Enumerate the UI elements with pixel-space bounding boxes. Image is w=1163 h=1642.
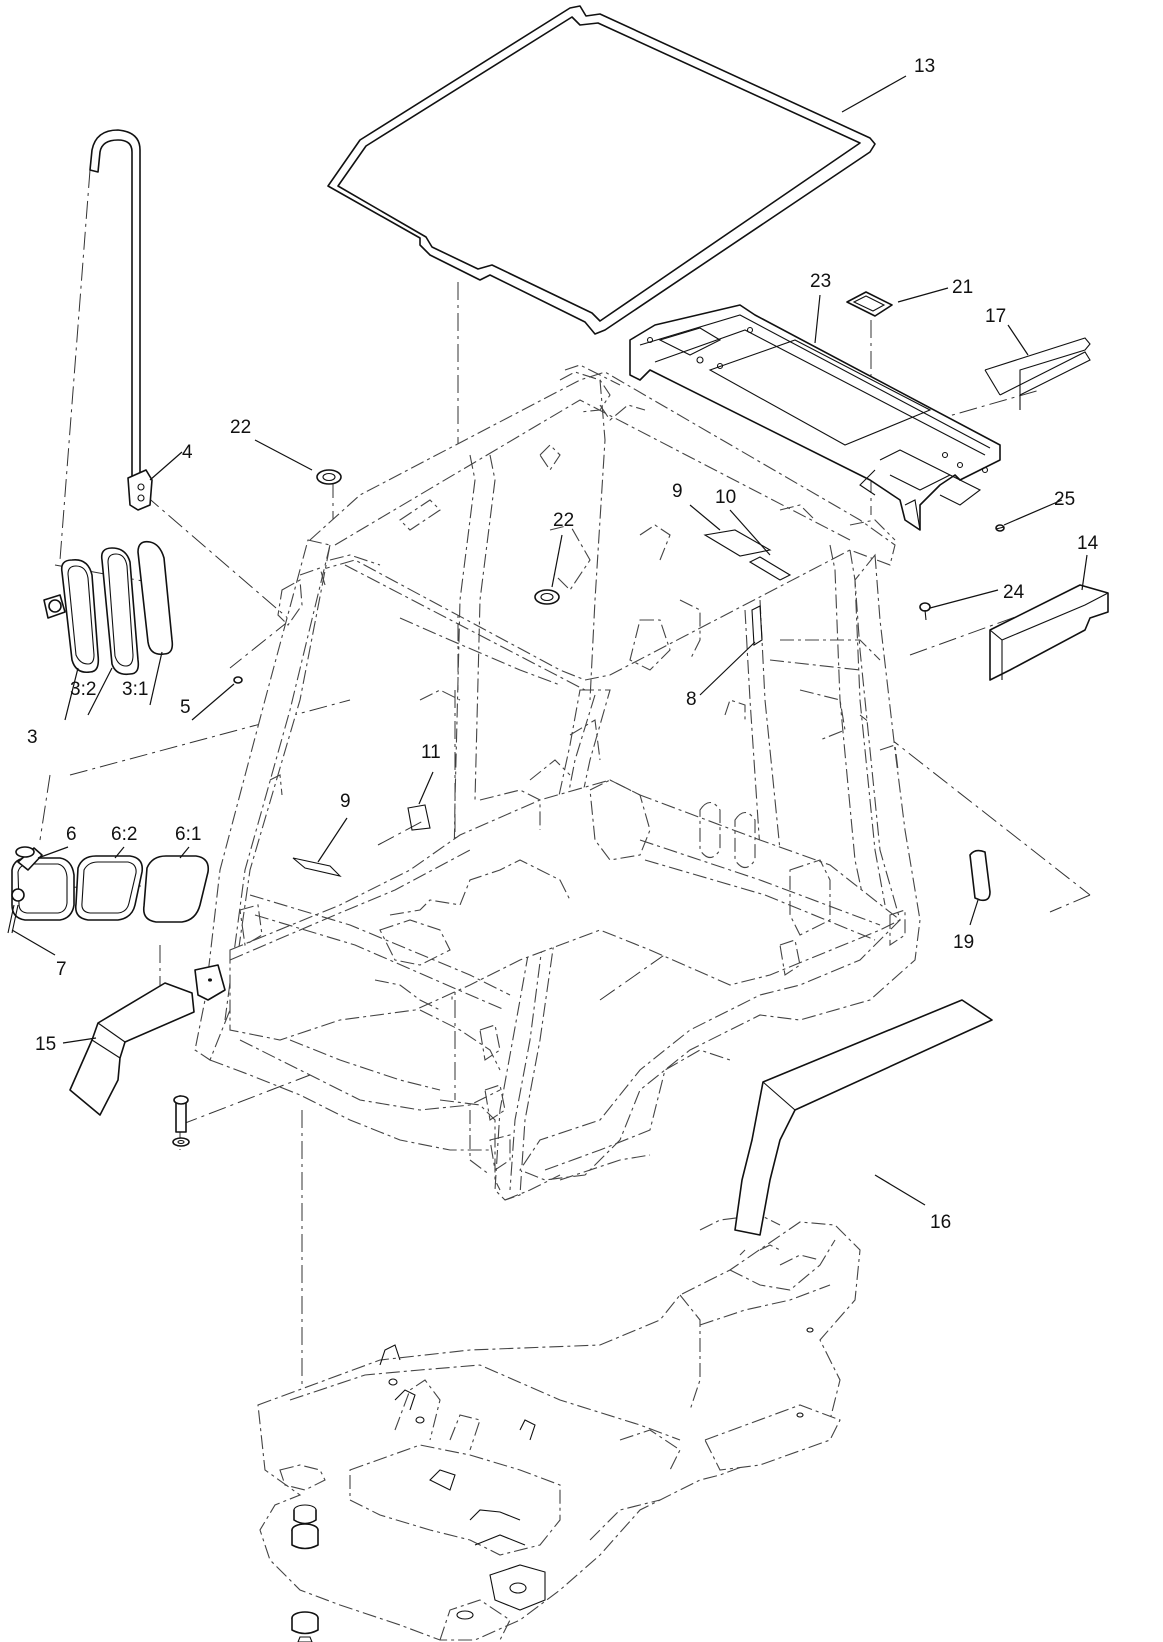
- callout-6: 6: [66, 824, 77, 845]
- part-7-rod: [7, 904, 19, 934]
- callout-23: 23: [810, 271, 831, 292]
- callout-14: 14: [1077, 533, 1099, 554]
- leader-lines: [11, 75, 1088, 1206]
- callout-19: 19: [953, 932, 974, 953]
- part-5-nut: [233, 676, 243, 684]
- callout-labels: 13 23 21 17 22 4 22 9 10 25 14 24 3 3:2 …: [27, 56, 1099, 1233]
- base-chassis: [257, 1214, 861, 1642]
- part-3-1-mirror-glass: [137, 540, 174, 656]
- callout-9-rear: 9: [672, 481, 683, 502]
- part-24-screw: [919, 602, 931, 621]
- callout-22-left: 22: [230, 417, 251, 438]
- part-21-square-grommet: [846, 291, 893, 317]
- part-6-2-mirror-frame: [74, 855, 144, 921]
- part-10-decal: [748, 556, 792, 581]
- callout-15: 15: [35, 1034, 56, 1055]
- callout-9-left: 9: [340, 791, 351, 812]
- part-9-decal-rear: [703, 529, 772, 557]
- callout-13: 13: [914, 56, 935, 77]
- part-17-wire-clip: [984, 337, 1091, 410]
- part-23-headliner-tray: [629, 304, 1001, 531]
- callout-6-2: 6:2: [111, 824, 137, 845]
- callout-24: 24: [1003, 582, 1025, 603]
- callout-25: 25: [1054, 489, 1075, 510]
- part-22-grommet-center: [534, 589, 560, 605]
- callout-22-center: 22: [553, 510, 574, 531]
- part-6-1-mirror-glass: [142, 855, 210, 923]
- callout-7: 7: [56, 959, 67, 980]
- callout-3: 3: [27, 727, 38, 748]
- part-15-left-trim-panel: [69, 982, 195, 1116]
- callout-8: 8: [686, 689, 697, 710]
- part-11-label: [407, 804, 431, 831]
- part-9-decal-left: [292, 857, 342, 877]
- callout-5: 5: [180, 697, 191, 718]
- part-14-right-trim-panel: [989, 584, 1109, 681]
- part-6-mirror-head: [11, 846, 75, 921]
- callout-16: 16: [930, 1212, 951, 1233]
- cab-frame: [194, 364, 921, 1201]
- mount-bolt: [172, 1095, 190, 1147]
- callout-6-1: 6:1: [175, 824, 201, 845]
- part-25-screw: [995, 524, 1005, 532]
- callout-17: 17: [985, 306, 1006, 327]
- part-4-mirror-arm: [89, 129, 153, 511]
- part-13-roof-seal: [327, 5, 876, 335]
- part-19-pad: [969, 849, 991, 902]
- callout-3-1: 3:1: [122, 679, 148, 700]
- callout-21: 21: [952, 277, 973, 298]
- part-3-2-mirror-frame: [100, 547, 140, 676]
- callout-10: 10: [715, 487, 736, 508]
- callout-11: 11: [421, 742, 441, 763]
- part-22-grommet-left: [316, 469, 342, 485]
- part-16-step-panel: [734, 999, 993, 1236]
- callout-4: 4: [182, 442, 193, 463]
- callout-3-2: 3:2: [70, 679, 96, 700]
- part-8-strip: [751, 605, 763, 646]
- part-3-mirror-head: [43, 558, 100, 674]
